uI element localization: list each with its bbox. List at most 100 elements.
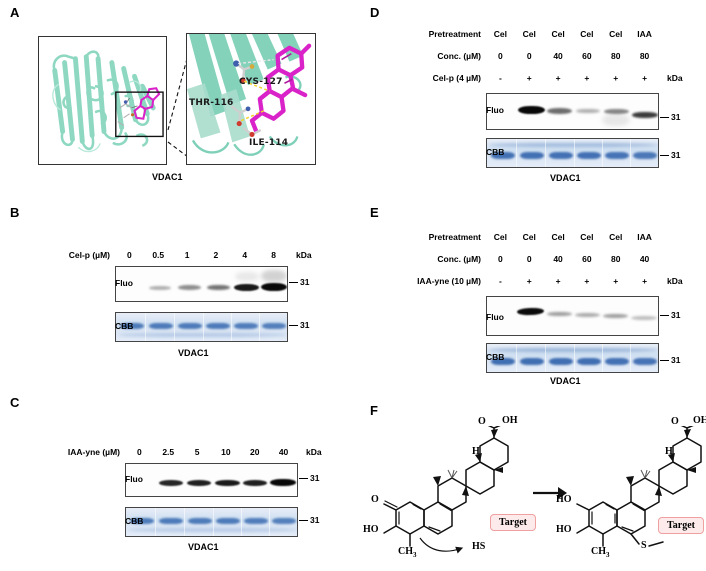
panelD-marker-fluo: 31 xyxy=(660,112,680,122)
panel-b-letter: B xyxy=(10,205,20,220)
panelC-lane-value: 2.5 xyxy=(162,447,175,457)
panelD-row-label-1: Conc. (µM) xyxy=(437,51,481,61)
panel-c: C IAA-yne (µM) 0 2.5 5 10 20 40 kDa Fluo… xyxy=(0,390,360,571)
panelB-lane-value: 0.5 xyxy=(152,250,165,260)
reactant-label-HS: HS xyxy=(472,541,486,552)
product-label-HO-lower: HO xyxy=(556,524,572,535)
panelC-blot-fluo xyxy=(125,463,298,497)
panelD-lane-value: + xyxy=(642,73,648,83)
reactant-label-CH3: CH3 xyxy=(398,546,417,559)
marker-dash xyxy=(289,281,298,283)
panelB-lane-value: 8 xyxy=(271,250,276,260)
panelE-lane-value: + xyxy=(613,276,619,286)
panelC-lane-value: 5 xyxy=(194,447,200,457)
panelC-marker-value: 31 xyxy=(310,515,320,525)
panelB-marker-cbb: 31 xyxy=(289,320,309,330)
panelB-header-row-0: Cel-p (µM) 0 0.5 1 2 4 8 xyxy=(69,248,288,262)
panelD-lane-value: - xyxy=(498,73,502,83)
panelD-caption: VDAC1 xyxy=(550,173,581,183)
panelD-row-label-0: Pretreatment xyxy=(428,29,481,39)
panel-a-letter: A xyxy=(10,5,20,20)
panelE-marker-cbb: 31 xyxy=(660,355,680,365)
product-label-H: H xyxy=(665,446,673,457)
panelE-caption: VDAC1 xyxy=(550,376,581,386)
panelE-row-label-1: Conc. (µM) xyxy=(437,254,481,264)
panel-f-letter: F xyxy=(370,403,378,418)
panelD-header-row-1: Conc. (µM) 0 0 40 60 80 80 xyxy=(437,49,659,63)
product-label-HO-upper: HO xyxy=(556,494,572,505)
marker-dash xyxy=(660,116,669,118)
reactant-label-OH: OH xyxy=(502,415,518,426)
panelE-marker-value: 31 xyxy=(671,310,681,320)
panelC-blot-cbb xyxy=(125,507,298,537)
panelD-lane-value: 80 xyxy=(610,51,621,61)
panelE-marker-fluo: 31 xyxy=(660,310,680,320)
product-label-CH3: CH3 xyxy=(591,546,610,559)
panelE-row-label-0: Pretreatment xyxy=(428,232,481,242)
panelD-lane-value: + xyxy=(584,73,590,83)
panelB-marker-value: 31 xyxy=(300,277,310,287)
panelC-kda-label: kDa xyxy=(306,447,322,457)
panelE-lane-value: Cel xyxy=(580,232,594,242)
panelD-label-cbb: CBB xyxy=(486,147,504,157)
panelE-lane-value: Cel xyxy=(522,232,536,242)
panelA-zoom-structure: CYS-127 THR-116 ILE-114 xyxy=(186,33,316,165)
panel-e: E Pretreatment Cel Cel Cel Cel Cel IAA C… xyxy=(360,200,706,390)
panelB-label-cbb: CBB xyxy=(115,321,133,331)
panelB-lane-value: 0 xyxy=(127,250,132,260)
panelD-lane-value: + xyxy=(613,73,619,83)
panelC-marker-fluo: 31 xyxy=(299,473,319,483)
marker-dash xyxy=(299,519,308,521)
panelB-blot-cbb xyxy=(115,312,288,342)
panelD-label-fluo: Fluo xyxy=(486,105,504,115)
panelB-lane-value: 1 xyxy=(184,250,190,260)
panelE-header-row-1: Conc. (µM) 0 0 40 60 80 40 xyxy=(437,252,659,266)
panelC-label-fluo: Fluo xyxy=(125,474,143,484)
reactant-label-O-ketone: O xyxy=(371,494,379,505)
panelD-lane-value: Cel xyxy=(522,29,536,39)
panelC-lane-value: 20 xyxy=(249,447,260,457)
panelE-blot-fluo xyxy=(486,296,659,336)
panelB-kda-label: kDa xyxy=(296,250,312,260)
panelB-blot-fluo xyxy=(115,266,288,302)
panelD-marker-value: 31 xyxy=(671,112,681,122)
panelD-lane-value: IAA xyxy=(637,29,652,39)
panelD-lane-value: 40 xyxy=(553,51,563,61)
panelE-lane-value: Cel xyxy=(493,232,508,242)
panelA-overview-structure xyxy=(38,36,167,165)
panelE-lane-value: 0 xyxy=(526,254,532,264)
panelE-label-cbb: CBB xyxy=(486,352,504,362)
panelB-row-label-0: Cel-p (µM) xyxy=(68,250,110,260)
panelD-blot-cbb xyxy=(486,138,659,168)
panelC-lane-value: 10 xyxy=(221,447,231,457)
panelD-lane-value: 0 xyxy=(526,51,532,61)
panelC-lane-value: 40 xyxy=(278,447,289,457)
panelD-lane-value: + xyxy=(555,73,561,83)
product-label-O-carbonyl: O xyxy=(671,416,679,427)
product-label-S: S xyxy=(641,540,647,551)
panelC-marker-cbb: 31 xyxy=(299,515,319,525)
panelE-lane-value: IAA xyxy=(637,232,652,242)
panelE-blot-cbb xyxy=(486,343,659,373)
panelE-lane-value: + xyxy=(555,276,561,286)
reaction-arrow-icon xyxy=(533,487,567,499)
panelD-lane-value: 60 xyxy=(582,51,592,61)
celastrol-adduct-product-structure xyxy=(576,426,702,547)
panelE-lane-value: 0 xyxy=(498,254,503,264)
panelA-caption: VDAC1 xyxy=(152,172,183,182)
panelD-kda-label: kDa xyxy=(667,73,683,83)
panelD-row-label-2: Cel-p (4 µM) xyxy=(432,73,481,83)
product-label-OH: OH xyxy=(693,415,706,426)
panelE-lane-value: 80 xyxy=(610,254,621,264)
panelD-marker-cbb: 31 xyxy=(660,150,680,160)
reactant-label-HO: HO xyxy=(363,524,379,535)
vdac1-binding-site-zoom xyxy=(187,34,315,164)
panelB-lane-value: 4 xyxy=(242,250,248,260)
panel-d-letter: D xyxy=(370,5,380,20)
panelE-lane-value: Cel xyxy=(609,232,623,242)
residue-label-thr116: THR-116 xyxy=(189,98,234,108)
panelE-label-fluo: Fluo xyxy=(486,312,504,322)
panelD-lane-value: Cel xyxy=(493,29,508,39)
reactant-target-tag: Target xyxy=(490,514,536,531)
